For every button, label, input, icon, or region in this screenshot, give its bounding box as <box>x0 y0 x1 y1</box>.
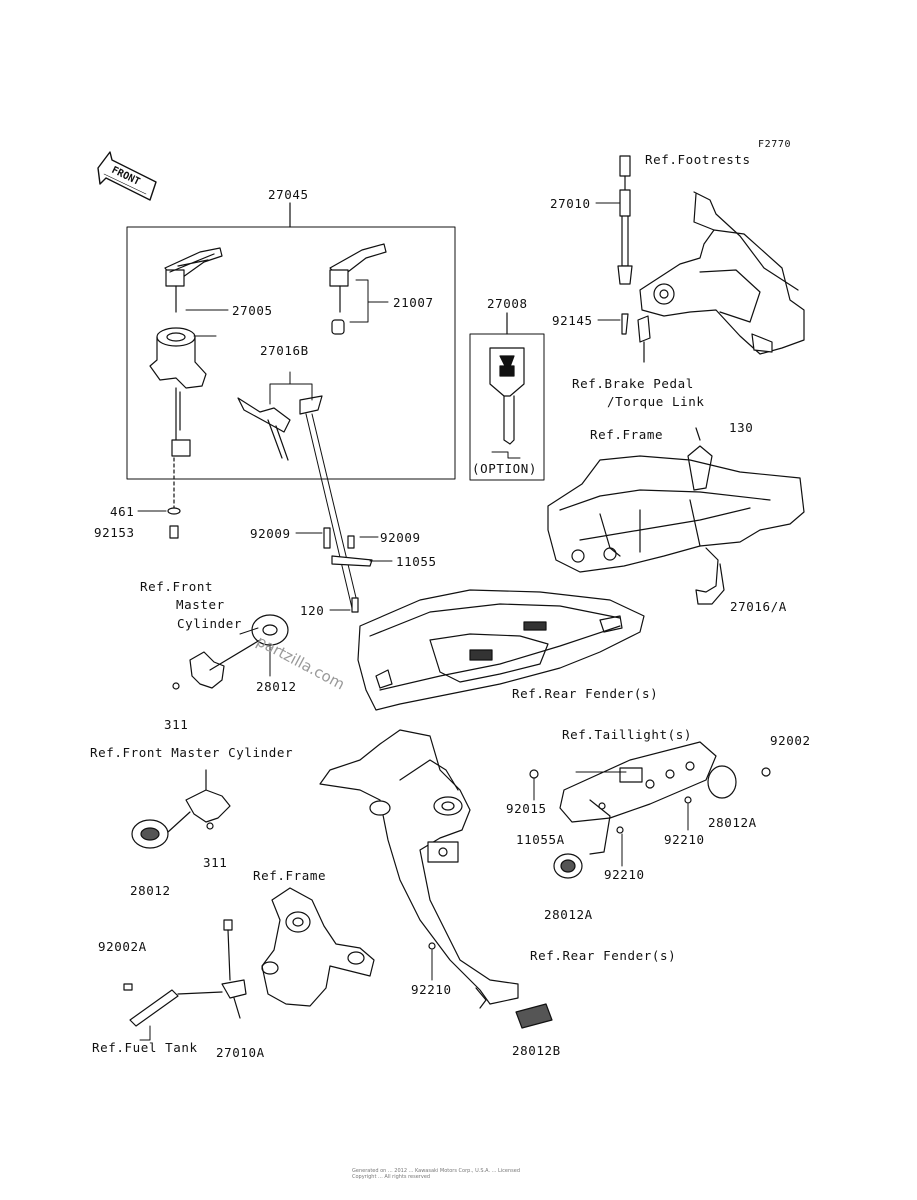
label-master: Master <box>176 597 225 612</box>
label-92210-middle: 92210 <box>604 867 645 882</box>
label-92145: 92145 <box>552 313 593 328</box>
option-key-box-27008 <box>469 312 545 481</box>
footer-line-1: Generated on ... 2012 ... Kawasaki Motor… <box>352 1168 521 1174</box>
label-92153: 92153 <box>94 525 135 540</box>
label-461: 461 <box>110 504 135 519</box>
frame-lower-left-drawing <box>261 887 375 1007</box>
label-ref-rear-fender-upper: Ref.Rear Fender(s) <box>512 686 659 701</box>
label-ref-taillights: Ref.Taillight(s) <box>562 727 693 742</box>
label-28012a-lower: 28012A <box>544 907 593 922</box>
label-311-lower: 311 <box>203 855 228 870</box>
label-27010: 27010 <box>550 196 591 211</box>
label-27045: 27045 <box>268 187 309 202</box>
label-27016a: 27016/A <box>730 599 787 614</box>
frame-center-drawing <box>319 729 519 1009</box>
label-92002a: 92002A <box>98 939 147 954</box>
label-21007: 21007 <box>393 295 434 310</box>
footer-copyright: Generated on ... 2012 ... Kawasaki Motor… <box>352 1168 520 1180</box>
label-28012-upper: 28012 <box>256 679 297 694</box>
label-ref-brake-pedal: Ref.Brake Pedal <box>572 376 694 391</box>
key-27005-icon <box>164 247 223 313</box>
label-27005: 27005 <box>232 303 273 318</box>
label-92002: 92002 <box>770 733 811 748</box>
label-92009-left: 92009 <box>250 526 291 541</box>
fastener-group-icon <box>323 527 373 613</box>
kit-box-27045 <box>126 202 456 480</box>
label-120: 120 <box>300 603 325 618</box>
label-ref-front-master-cylinder: Ref.Front Master Cylinder <box>90 745 294 760</box>
label-92210-right: 92210 <box>664 832 705 847</box>
label-92210-lower: 92210 <box>411 982 452 997</box>
label-option: (OPTION) <box>472 461 538 476</box>
label-ref-front: Ref.Front <box>140 579 214 594</box>
rear-frame-drawing <box>547 427 805 605</box>
label-28012-lower: 28012 <box>130 883 171 898</box>
ignition-switch-icon <box>149 327 207 457</box>
spring-92145-icon <box>621 313 629 335</box>
label-ref-rear-fender-lower: Ref.Rear Fender(s) <box>530 948 677 963</box>
key-set-27016b-icon <box>237 395 323 461</box>
label-11055a: 11055A <box>516 832 565 847</box>
label-ref-frame-lower: Ref.Frame <box>253 868 327 883</box>
label-92009-right: 92009 <box>380 530 421 545</box>
switch-27010-icon <box>617 155 633 285</box>
figure-code: F2770 <box>758 139 792 150</box>
label-311-upper: 311 <box>164 717 189 732</box>
front-arrow-icon <box>97 151 157 201</box>
label-130: 130 <box>729 420 754 435</box>
label-27008: 27008 <box>487 296 528 311</box>
label-92015: 92015 <box>506 801 547 816</box>
label-ref-footrests: Ref.Footrests <box>645 152 751 167</box>
label-cylinder: Cylinder <box>177 616 243 631</box>
master-cylinder-bracket-lower <box>131 769 231 849</box>
label-torque-link: /Torque Link <box>607 394 705 409</box>
label-27010a: 27010A <box>216 1045 265 1060</box>
label-ref-fuel-tank: Ref.Fuel Tank <box>92 1040 198 1055</box>
footer-line-2: Copyright ... All rights reserved <box>352 1174 431 1180</box>
footrest-bracket-drawing <box>637 191 805 363</box>
label-27016b: 27016B <box>260 343 309 358</box>
switch-27010a-icon <box>123 919 247 1027</box>
taillight-bracket-drawing <box>529 741 771 879</box>
washer-461-icon <box>167 457 181 539</box>
label-ref-frame-upper: Ref.Frame <box>590 427 664 442</box>
label-28012b: 28012B <box>512 1043 561 1058</box>
label-11055: 11055 <box>396 554 437 569</box>
rear-fender-drawing <box>357 589 645 711</box>
reflector-28012b-icon <box>428 942 553 1029</box>
key-21007-icon <box>329 243 387 335</box>
label-28012a-right: 28012A <box>708 815 757 830</box>
